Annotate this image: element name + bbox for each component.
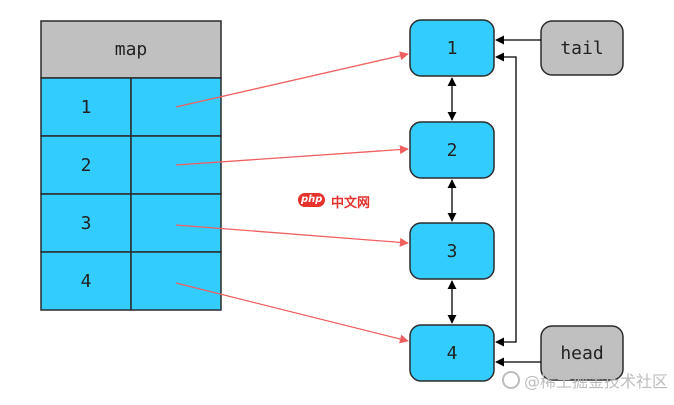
map-to-node-arrow xyxy=(175,51,409,108)
list-node-label: 4 xyxy=(447,343,458,364)
map-key: 4 xyxy=(81,271,92,292)
linked-list: 1 2 3 4 xyxy=(409,19,517,382)
map-title: map xyxy=(115,39,148,60)
map-key: 3 xyxy=(81,213,92,234)
map-row: 1 xyxy=(40,77,222,137)
tail-pointer: tail xyxy=(495,20,624,76)
list-node: 3 xyxy=(409,222,495,280)
head-pointer: head xyxy=(495,325,624,381)
map-row: 3 xyxy=(40,193,222,253)
list-node: 4 xyxy=(409,324,495,382)
circular-link xyxy=(495,52,517,347)
map-to-node-arrow xyxy=(175,282,409,344)
map-value-cell xyxy=(130,193,222,253)
map-row: 2 xyxy=(40,135,222,195)
map-key: 1 xyxy=(81,97,92,118)
map-value-cell xyxy=(130,251,222,311)
list-node: 1 xyxy=(409,19,495,77)
map-row: 4 xyxy=(40,251,222,311)
head-label: head xyxy=(560,343,603,364)
map-to-node-arrows xyxy=(175,51,409,344)
map-table: map 1 2 3 4 xyxy=(40,20,222,311)
list-node-label: 1 xyxy=(447,38,458,59)
map-key: 2 xyxy=(81,155,92,176)
list-node-label: 3 xyxy=(447,241,458,262)
map-key-cell xyxy=(40,193,132,253)
tail-label: tail xyxy=(560,38,603,59)
list-node: 2 xyxy=(409,121,495,179)
php-watermark-badge: php xyxy=(298,193,326,207)
account-watermark: @稀土掘金技术社区 xyxy=(502,368,668,392)
map-to-node-arrow xyxy=(175,224,409,247)
account-watermark-text: @稀土掘金技术社区 xyxy=(524,372,669,391)
map-header xyxy=(40,20,222,79)
map-key-cell xyxy=(40,135,132,195)
php-watermark-text: 中文网 xyxy=(331,196,371,211)
map-to-node-arrow xyxy=(175,145,409,166)
list-node-label: 2 xyxy=(447,140,458,161)
wechat-icon xyxy=(502,371,520,389)
